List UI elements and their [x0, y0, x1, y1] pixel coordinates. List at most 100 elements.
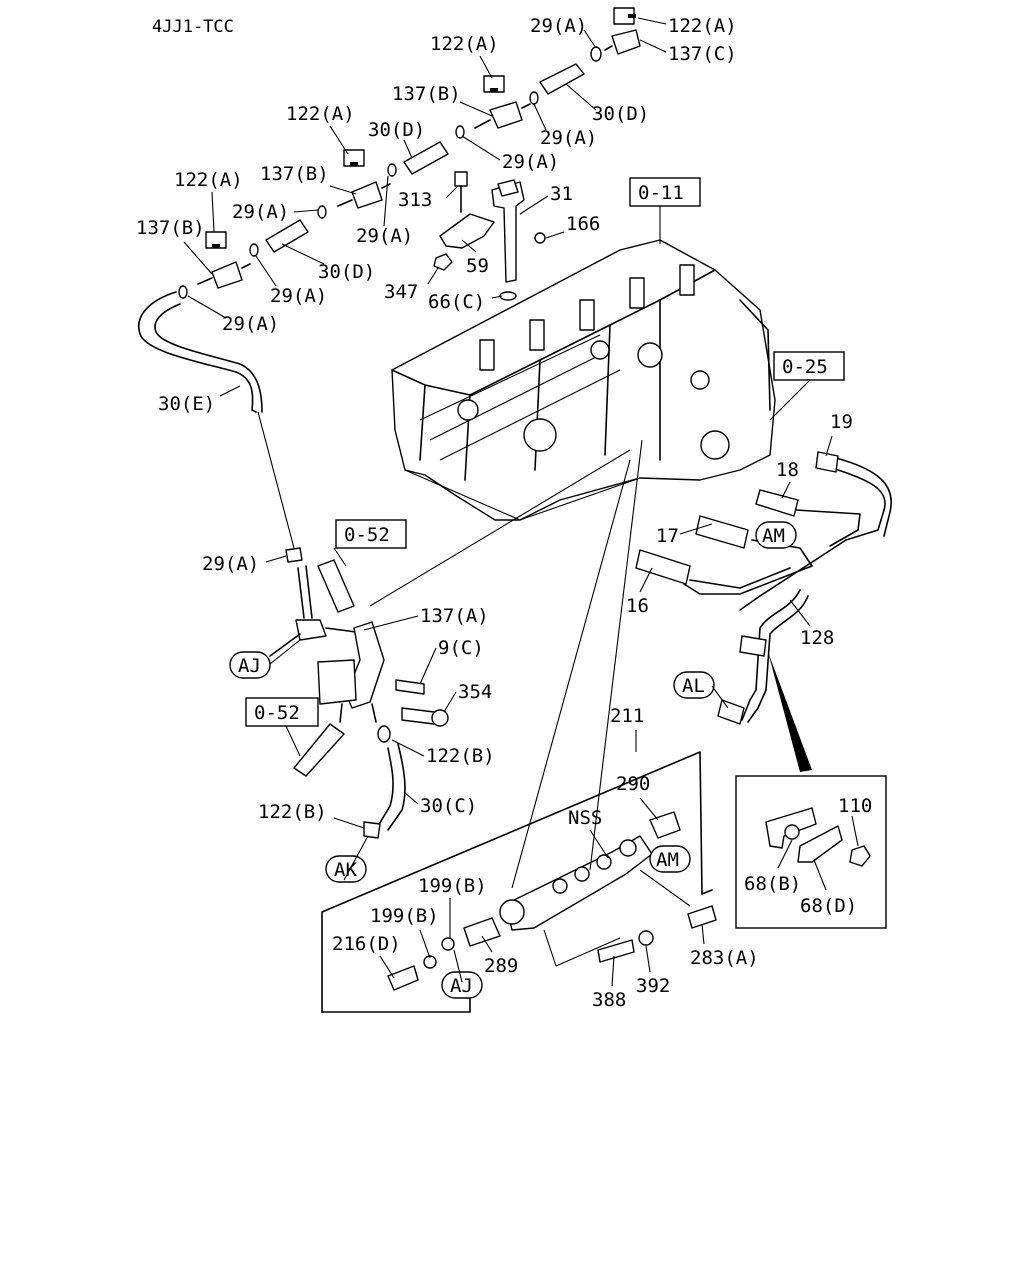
label-30d: 30(D)	[318, 261, 375, 283]
tag-al-label: AL	[682, 675, 705, 697]
pipe-16-nut	[635, 549, 691, 585]
hose-30e-inner	[154, 303, 263, 413]
bolt-216d	[387, 965, 419, 991]
label-68b: 68(B)	[744, 873, 801, 895]
ref-label-0-52: 0-52	[344, 524, 390, 546]
label-289: 289	[484, 955, 518, 977]
pipe-clip	[739, 635, 767, 657]
leak-off-chain	[178, 7, 641, 299]
label-30d: 30(D)	[368, 119, 425, 141]
relief-bracket	[269, 565, 449, 743]
ref-box	[245, 697, 319, 727]
clip-29a-lower	[285, 547, 303, 563]
bolt-283a	[687, 905, 717, 929]
label-122a: 122(A)	[668, 15, 737, 37]
label-66c: 66(C)	[428, 291, 485, 313]
tag-aj	[441, 971, 483, 999]
label-122a: 122(A)	[430, 33, 499, 55]
label-19: 19	[830, 411, 853, 433]
label-29a: 29(A)	[530, 15, 587, 37]
washer-199b-2	[423, 955, 437, 969]
washer-66c	[499, 291, 517, 301]
tag-am-label: AM	[762, 525, 785, 547]
tag-aj	[229, 651, 271, 679]
label-31: 31	[550, 183, 573, 205]
tag-ak	[325, 855, 367, 883]
label-17: 17	[656, 525, 679, 547]
hose-30d-low	[265, 219, 309, 253]
tag-aj-label: AJ	[238, 655, 261, 677]
leak-tube	[297, 567, 305, 619]
label-354: 354	[458, 681, 492, 703]
label-392: 392	[636, 975, 670, 997]
leader-0-25	[769, 379, 811, 421]
hose-30d-mid	[403, 141, 449, 175]
label-29a: 29(A)	[356, 225, 413, 247]
leader-rail-head	[511, 459, 631, 889]
label-122a: 122(A)	[174, 169, 243, 191]
label-388: 388	[592, 989, 626, 1011]
hose-30c-a	[377, 747, 394, 827]
label-211: 211	[610, 705, 644, 727]
label-137b: 137(B)	[392, 83, 461, 105]
cap-122b-upper	[377, 725, 391, 743]
pipe-128-nut	[717, 699, 745, 725]
detail-pointer	[768, 652, 812, 772]
nut-110	[849, 845, 871, 867]
clamp-detail	[765, 807, 871, 867]
tag-aj-label: AJ	[450, 975, 473, 997]
injection-pipes	[635, 451, 892, 772]
label-199b: 199(B)	[418, 875, 487, 897]
relief-valve-body	[317, 659, 357, 705]
leader-30e-to-29a	[257, 411, 295, 549]
label-30d: 30(D)	[592, 103, 649, 125]
label-29a: 29(A)	[540, 127, 597, 149]
clamp-59	[439, 213, 495, 249]
label-128: 128	[800, 627, 834, 649]
o-ring-166	[534, 232, 546, 244]
label-29a: 29(A)	[270, 285, 327, 307]
bolt-313	[454, 171, 468, 187]
label-122a: 122(A)	[286, 103, 355, 125]
cap-122b-lower	[363, 821, 381, 839]
label-16: 16	[626, 595, 649, 617]
joint-137c	[611, 29, 641, 55]
injector-assembly	[433, 171, 546, 301]
ref-box	[773, 351, 845, 381]
tag-al	[673, 671, 715, 699]
sensor-290	[649, 811, 681, 839]
label-29a: 29(A)	[232, 201, 289, 223]
label-283a: 283(A)	[690, 947, 759, 969]
bolt-354	[401, 707, 435, 725]
label-68d: 68(D)	[800, 895, 857, 917]
limiter-289	[463, 917, 501, 947]
pipe-17-nut	[695, 515, 749, 549]
label-290: 290	[616, 773, 650, 795]
label-122b: 122(B)	[258, 801, 327, 823]
box-211-outline-left	[321, 751, 703, 1013]
ref-box	[335, 519, 407, 549]
label-137b: 137(B)	[260, 163, 329, 185]
tag-am	[649, 845, 691, 873]
label-110: 110	[838, 795, 872, 817]
sleeve-0-52-lower	[293, 723, 345, 777]
pipe-19-nut	[815, 451, 839, 473]
ref-box	[629, 177, 701, 207]
sleeve-0-52-upper	[317, 559, 355, 613]
label-137c: 137(C)	[668, 43, 737, 65]
ref-label-0-52: 0-52	[254, 702, 300, 724]
hose-30e-outer	[137, 291, 257, 413]
stud-388	[597, 939, 635, 963]
label-137b: 137(B)	[136, 217, 205, 239]
joint-137b-mid	[351, 181, 383, 209]
label-59: 59	[466, 255, 489, 277]
label-199b: 199(B)	[370, 905, 439, 927]
label-29a: 29(A)	[202, 553, 259, 575]
label-leaders	[183, 17, 859, 987]
label-30c: 30(C)	[420, 795, 477, 817]
label-166: 166	[566, 213, 600, 235]
label-137a: 137(A)	[420, 605, 489, 627]
clamp-68d	[797, 825, 843, 863]
label-18: 18	[776, 459, 799, 481]
